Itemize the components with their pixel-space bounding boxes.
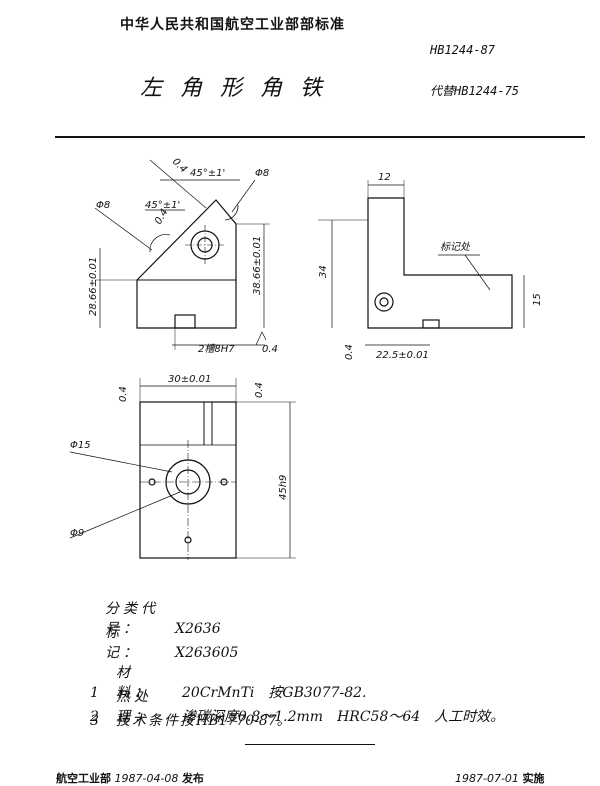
- dim-side-15: 15: [532, 293, 543, 306]
- note-label: 技术条件按: [116, 713, 196, 729]
- standard-code: HB1244-87: [430, 43, 496, 57]
- note-number: 2: [90, 709, 99, 725]
- end-line: [245, 744, 375, 745]
- technical-drawing: 45°±1' 45°±1' 0.4 0.4 Φ8 Φ8 28.66±0.01 3…: [69, 156, 543, 560]
- dim-angle-top: 45°±1': [190, 168, 225, 179]
- note-item: 1 材 料： 20CrMnTi 按GB3077-82.: [90, 662, 366, 702]
- roughness-d: 0.4: [254, 382, 265, 398]
- class-code-value: X2636: [175, 621, 221, 637]
- mark-row: 标 记： X263605: [105, 622, 238, 662]
- footer-issue-word: 发布: [181, 772, 204, 785]
- front-view: 45°±1' 45°±1' 0.4 0.4 Φ8 Φ8 28.66±0.01 3…: [88, 156, 278, 355]
- dim-dia-15: Φ15: [70, 440, 91, 451]
- footer-effective: 1987-07-01 实施: [455, 770, 544, 786]
- dim-top-12: 12: [378, 172, 391, 183]
- note-text: 渗碳深度0.8～1.2mm HRC58～64 人工时效。: [182, 709, 505, 725]
- slot-note: 2槽8H7: [198, 343, 235, 355]
- footer-issuer: 航空工业部: [56, 772, 111, 785]
- note-number: 3: [90, 713, 99, 729]
- roughness-a: 0.4: [170, 156, 189, 175]
- roughness-c: 0.4: [118, 386, 129, 402]
- dim-height-38: 38.66±0.01: [252, 236, 263, 295]
- dim-dia-8-left: Φ8: [96, 200, 110, 211]
- dim-bottom-22: 22.5±0.01: [376, 350, 429, 361]
- mark-value: X263605: [175, 645, 239, 661]
- replaces-standard: 代替HB1244-75: [430, 84, 520, 98]
- dim-dia-8-right: Φ8: [255, 168, 269, 179]
- dim-width-30: 30±0.01: [168, 374, 211, 385]
- header-rule: [55, 136, 585, 138]
- issuing-organization: 中华人民共和国航空工业部部标准: [120, 17, 345, 33]
- mark-label: 标 记：: [105, 625, 141, 661]
- marking-label: 标记处: [440, 241, 471, 253]
- footer-issue-date: 1987-04-08: [114, 772, 179, 785]
- note-text: HB1770-87。: [196, 713, 291, 729]
- class-code-row: 分类代号： X2636: [105, 598, 221, 638]
- note-text: 20CrMnTi 按GB3077-82.: [182, 685, 367, 701]
- roughness-side: 0.4: [344, 344, 355, 360]
- footer-issue: 航空工业部 1987-04-08 发布: [56, 770, 204, 786]
- note-number: 1: [90, 685, 99, 701]
- note-label: 热处理：: [116, 689, 152, 725]
- note-item: 3 技术条件按HB1770-87。: [90, 710, 291, 730]
- dim-side-34: 34: [318, 265, 329, 278]
- document-title: 左角形角铁: [140, 76, 341, 101]
- side-view: 12 34 标记处 15 22.5±0.01 0.4: [318, 172, 543, 361]
- dim-dia-9: Φ9: [70, 528, 84, 539]
- note-label: 材 料：: [116, 665, 152, 701]
- top-view: 30±0.01 0.4 0.4 Φ15 Φ9 45h9: [69, 374, 296, 560]
- dim-height-28: 28.66±0.01: [88, 257, 99, 316]
- footer-effective-word: 实施: [522, 772, 545, 785]
- dim-angle-left: 45°±1': [145, 200, 180, 211]
- footer-effective-date: 1987-07-01: [455, 772, 519, 785]
- dim-height-45: 45h9: [278, 475, 289, 500]
- roughness-slot: 0.4: [262, 344, 278, 355]
- class-code-label: 分类代号：: [105, 601, 159, 637]
- note-item: 2 热处理： 渗碳深度0.8～1.2mm HRC58～64 人工时效。: [90, 686, 504, 726]
